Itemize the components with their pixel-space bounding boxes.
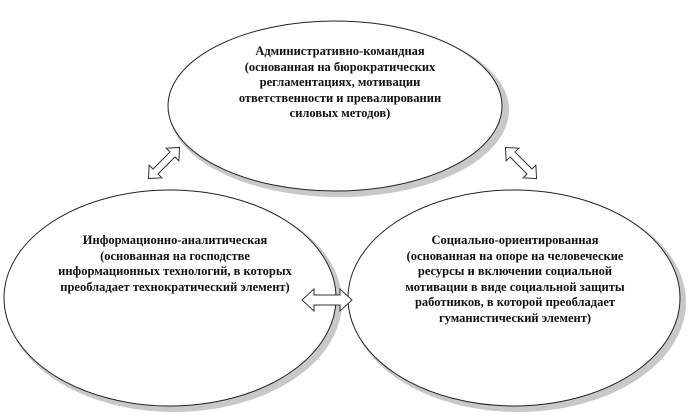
node-administrative-title: Административно-командная <box>255 44 425 58</box>
double-arrow-left-right <box>301 287 353 313</box>
ellipse-administrative <box>167 20 503 192</box>
node-social-text: Социально-ориентированная (основанная на… <box>390 233 640 326</box>
node-informational-title: Информационно-аналитическая <box>82 233 268 247</box>
double-arrow-top-right <box>504 146 538 180</box>
node-social-desc: (основанная на опоре на человеческие рес… <box>405 248 625 325</box>
node-administrative-text: Административно-командная (основанная на… <box>228 44 452 122</box>
ellipse-informational <box>3 189 337 407</box>
node-informational-text: Информационно-аналитическая (основанная … <box>58 233 292 295</box>
node-social-title: Социально-ориентированная <box>431 233 599 247</box>
node-informational-desc: (основанная на господстве информационных… <box>58 248 292 294</box>
node-administrative-desc: (основанная на бюрократических регламент… <box>238 59 442 121</box>
double-arrow-top-left <box>147 146 181 180</box>
